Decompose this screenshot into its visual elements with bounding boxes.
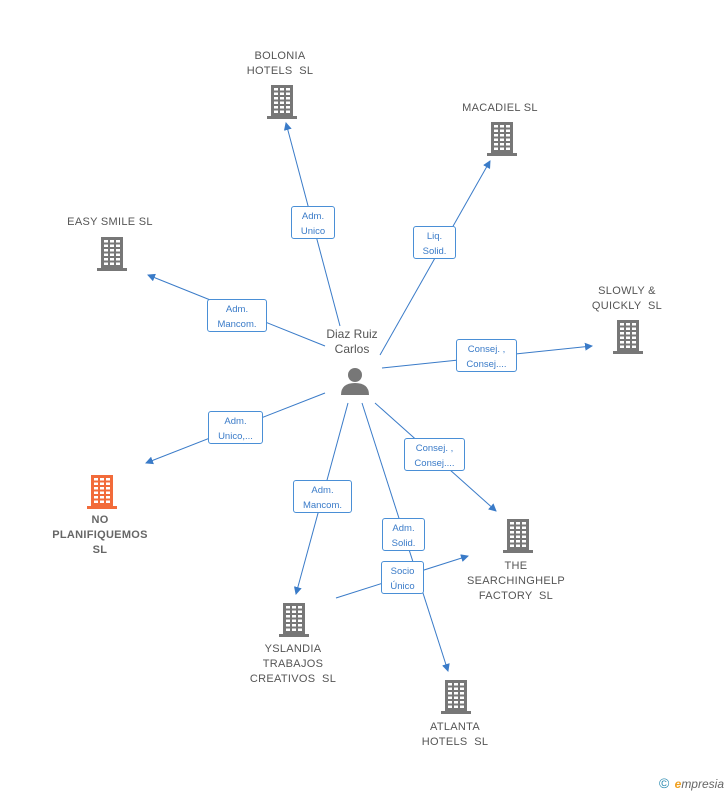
company-label-macadiel[interactable]: MACADIEL SL: [462, 102, 538, 114]
building-icon[interactable]: [267, 85, 297, 119]
building-icon[interactable]: [487, 122, 517, 156]
role-label-atlanta[interactable]: Adm. Solid.: [382, 518, 425, 551]
role-label-macadiel[interactable]: Liq. Solid.: [413, 226, 456, 259]
copyright-notice: © empresia: [659, 775, 724, 791]
person-label[interactable]: Diaz Ruiz Carlos: [326, 327, 378, 356]
building-icon[interactable]: [503, 519, 533, 553]
person-icon[interactable]: [341, 368, 369, 395]
building-icon[interactable]: [441, 680, 471, 714]
company-label-atlanta[interactable]: ATLANTA HOTELS SL: [421, 721, 489, 748]
role-label-noplan[interactable]: Adm. Unico,...: [208, 411, 263, 444]
company-label-noplan[interactable]: NO PLANIFIQUEMOS SL: [52, 514, 148, 556]
company-label-slowly[interactable]: SLOWLY & QUICKLY SL: [591, 285, 663, 312]
role-label-yslandia[interactable]: Adm. Mancom.: [293, 480, 352, 513]
company-label-easysmile[interactable]: EASY SMILE SL: [67, 216, 153, 228]
role-label-easysmile[interactable]: Adm. Mancom.: [207, 299, 267, 332]
role-label-slowly[interactable]: Consej. , Consej....: [456, 339, 517, 372]
building-icon[interactable]: [279, 603, 309, 637]
building-icon[interactable]: [97, 237, 127, 271]
copyright-icon: ©: [658, 775, 670, 791]
company-label-yslandia[interactable]: YSLANDIA TRABAJOS CREATIVOS SL: [249, 643, 337, 685]
empresia-logo: empresia: [674, 777, 724, 791]
role-label-socio[interactable]: Socio Único: [381, 561, 424, 594]
company-label-searching[interactable]: THE SEARCHINGHELP FACTORY SL: [466, 560, 566, 602]
company-label-bolonia[interactable]: BOLONIA HOTELS SL: [246, 50, 314, 77]
role-label-searching[interactable]: Consej. , Consej....: [404, 438, 465, 471]
building-icon[interactable]: [613, 320, 643, 354]
building-icon[interactable]: [87, 475, 117, 509]
role-label-bolonia[interactable]: Adm. Unico: [291, 206, 335, 239]
